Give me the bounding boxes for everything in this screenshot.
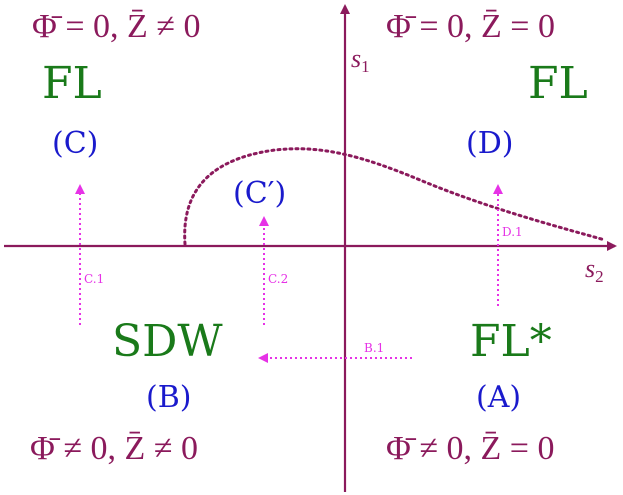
region-label-c-prime: (C′): [233, 176, 287, 211]
s1-axis-label: s1: [351, 44, 370, 77]
condition-top-right: Φ̄ = 0, Z̄ = 0: [386, 8, 555, 45]
s1-label-var: s: [351, 44, 362, 73]
phase-label-fl-star: FL*: [470, 316, 552, 367]
condition-bottom-right: Φ̄ ≠ 0, Z̄ = 0: [386, 430, 555, 467]
phase-boundary-curve: [183, 147, 607, 246]
condition-top-left: Φ̄ = 0, Z̄ ≠ 0: [32, 8, 201, 45]
path-tag-d1: D.1: [502, 225, 523, 239]
region-label-c: (C): [52, 126, 99, 161]
path-tag-b1: B.1: [364, 341, 385, 355]
region-label-b: (B): [146, 380, 192, 415]
s2-label-sub: 2: [595, 267, 604, 286]
region-label-a: (A): [476, 380, 522, 415]
path-tag-c2: C.2: [268, 272, 289, 286]
path-tag-c1: C.1: [84, 272, 105, 286]
region-label-d: (D): [466, 126, 514, 161]
phase-label-sdw: SDW: [112, 316, 223, 367]
s2-axis-label: s2: [585, 254, 604, 287]
phase-label-fl-left: FL: [42, 58, 102, 109]
condition-bottom-left: Φ̄ ≠ 0, Z̄ ≠ 0: [30, 430, 198, 467]
s1-label-sub: 1: [361, 57, 370, 76]
phase-label-fl-right: FL: [528, 58, 588, 109]
s2-label-var: s: [585, 254, 596, 283]
